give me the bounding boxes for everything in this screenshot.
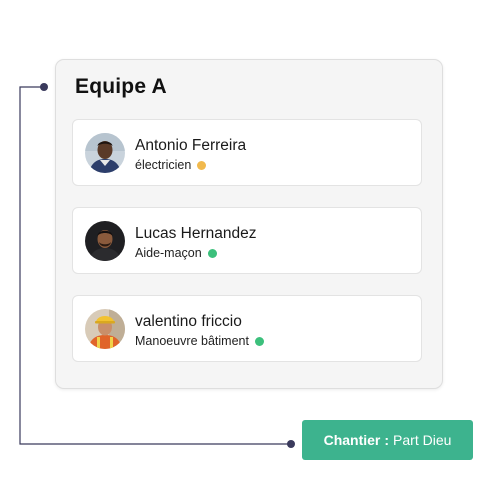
member-role-line: électricien xyxy=(135,158,207,172)
member-name: valentino friccio xyxy=(135,313,242,330)
member-name: Lucas Hernandez xyxy=(135,225,257,242)
member-role: électricien xyxy=(135,158,192,172)
site-value: Part Dieu xyxy=(393,432,452,448)
person-avatar-icon xyxy=(85,133,125,173)
person-avatar-icon xyxy=(85,309,125,349)
member-role: Manoeuvre bâtiment xyxy=(135,334,249,348)
status-dot-icon xyxy=(254,336,264,346)
site-separator: : xyxy=(384,432,390,448)
member-role-line: Aide-maçon xyxy=(135,246,217,260)
site-badge[interactable]: Chantier : Part Dieu xyxy=(302,420,473,460)
person-avatar-icon xyxy=(85,221,125,261)
status-dot-icon xyxy=(197,160,207,170)
status-dot-icon xyxy=(207,248,217,258)
member-role-line: Manoeuvre bâtiment xyxy=(135,334,264,348)
member-card[interactable]: valentino friccio Manoeuvre bâtiment xyxy=(72,295,422,362)
member-role: Aide-maçon xyxy=(135,246,202,260)
site-label: Chantier xyxy=(323,432,381,448)
member-card[interactable]: Lucas Hernandez Aide-maçon xyxy=(72,207,422,274)
member-name: Antonio Ferreira xyxy=(135,137,247,154)
team-title: Equipe A xyxy=(75,75,167,98)
connector-node-icon xyxy=(40,83,48,91)
connector-node-icon xyxy=(287,440,295,448)
member-card[interactable]: Antonio Ferreira électricien xyxy=(72,119,422,186)
team-card: Equipe A Antonio Ferreira électricien xyxy=(55,59,443,389)
